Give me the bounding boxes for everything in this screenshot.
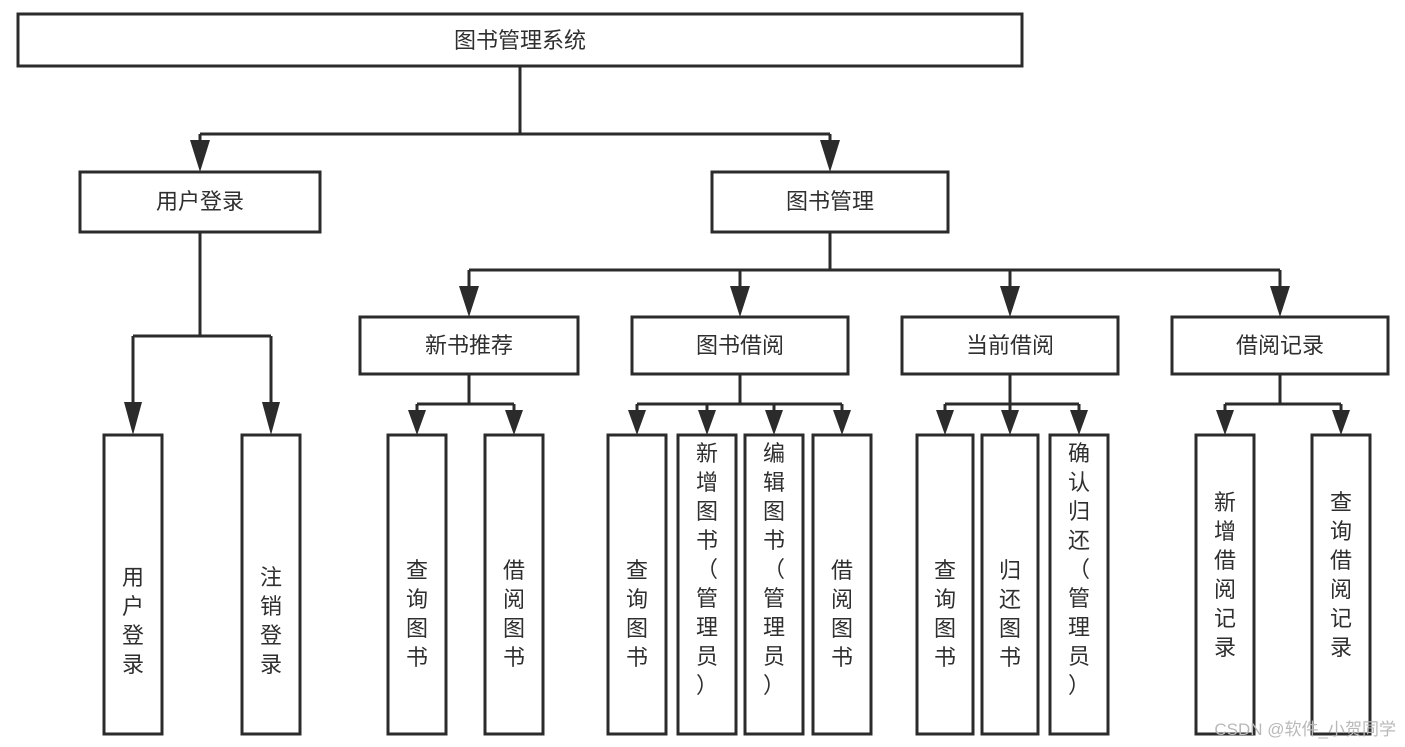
node-leaf-query-book-b[interactable]: 查询图书 bbox=[606, 433, 668, 736]
node-book-borrow-label: 图书借阅 bbox=[696, 333, 784, 358]
node-leaf-return-book-box[interactable] bbox=[980, 433, 1040, 736]
node-new-book-rec-box[interactable] bbox=[358, 315, 580, 376]
node-leaf-borrow-book-rec[interactable]: 借阅图书 bbox=[483, 433, 545, 736]
node-leaf-edit-book-box[interactable] bbox=[743, 433, 805, 736]
node-borrow-record-box[interactable] bbox=[1170, 315, 1390, 376]
arrow-head-leaf-logout bbox=[262, 402, 280, 435]
node-leaf-user-login-box[interactable] bbox=[102, 433, 164, 736]
node-leaf-logout[interactable]: 注销登录 bbox=[240, 433, 302, 736]
node-current-borrow[interactable]: 当前借阅 bbox=[900, 315, 1120, 376]
arrow-head-leaf-query-book-rec bbox=[408, 410, 426, 435]
arrow-head-leaf-query-book-b bbox=[628, 410, 646, 435]
node-leaf-borrow-book-b-box[interactable] bbox=[811, 433, 873, 736]
node-root-box[interactable] bbox=[16, 12, 1024, 68]
node-book-manage-label: 图书管理 bbox=[786, 189, 874, 214]
arrow-head-current-borrow bbox=[1000, 286, 1020, 317]
node-book-manage-box[interactable] bbox=[710, 170, 950, 234]
node-new-book-rec-label: 新书推荐 bbox=[425, 333, 513, 358]
node-book-borrow[interactable]: 图书借阅 bbox=[630, 315, 850, 376]
node-leaf-query-book-c[interactable]: 查询图书 bbox=[915, 433, 975, 736]
arrow-head-book-borrow bbox=[730, 286, 750, 317]
node-leaf-logout-label: 注销登录 bbox=[260, 565, 282, 677]
arrow-head-user-login bbox=[190, 140, 210, 172]
node-book-borrow-box[interactable] bbox=[630, 315, 850, 376]
node-leaf-edit-book-label: 编辑图书（管理员） bbox=[763, 441, 785, 698]
connector-group-root bbox=[190, 66, 840, 172]
node-leaf-borrow-book-rec-box[interactable] bbox=[483, 433, 545, 736]
node-leaf-query-book-b-label: 查询图书 bbox=[626, 558, 648, 670]
node-root-label: 图书管理系统 bbox=[454, 28, 586, 53]
node-leaf-return-book[interactable]: 归还图书 bbox=[980, 433, 1040, 736]
node-user-login-label: 用户登录 bbox=[156, 189, 244, 214]
node-leaf-borrow-book-b-label: 借阅图书 bbox=[831, 558, 853, 670]
node-leaf-add-book[interactable]: 新增图书（管理员） bbox=[676, 433, 738, 736]
node-leaf-query-book-b-box[interactable] bbox=[606, 433, 668, 736]
node-leaf-query-record[interactable]: 查询借阅记录 bbox=[1310, 433, 1372, 736]
arrow-head-leaf-query-book-c bbox=[936, 410, 954, 435]
arrow-head-leaf-confirm-return bbox=[1070, 410, 1088, 435]
connector-group-user-login bbox=[124, 232, 280, 435]
arrow-head-leaf-query-record bbox=[1332, 410, 1350, 435]
node-leaf-add-record[interactable]: 新增借阅记录 bbox=[1194, 433, 1256, 736]
arrow-head-leaf-user-login bbox=[124, 402, 142, 435]
connector-group-new-book-rec bbox=[408, 374, 523, 435]
node-leaf-logout-box[interactable] bbox=[240, 433, 302, 736]
node-leaf-user-login-label: 用户登录 bbox=[122, 565, 144, 677]
connector-group-borrow-record bbox=[1216, 374, 1350, 435]
node-leaf-query-book-c-label: 查询图书 bbox=[934, 558, 956, 670]
connector-group-book-manage bbox=[459, 232, 1290, 317]
arrow-head-leaf-add-record bbox=[1216, 410, 1234, 435]
node-leaf-borrow-book-rec-label: 借阅图书 bbox=[503, 558, 525, 670]
node-leaf-return-book-label: 归还图书 bbox=[999, 558, 1021, 670]
node-borrow-record-label: 借阅记录 bbox=[1236, 333, 1324, 358]
node-leaf-query-book-rec-label: 查询图书 bbox=[406, 558, 428, 670]
node-leaf-add-book-label: 新增图书（管理员） bbox=[696, 441, 718, 698]
node-new-book-rec[interactable]: 新书推荐 bbox=[358, 315, 580, 376]
arrow-head-leaf-return-book bbox=[1001, 410, 1019, 435]
node-user-login[interactable]: 用户登录 bbox=[78, 170, 322, 234]
arrow-head-borrow-record bbox=[1270, 286, 1290, 317]
node-current-borrow-box[interactable] bbox=[900, 315, 1120, 376]
arrow-head-leaf-add-book bbox=[698, 410, 716, 435]
node-leaf-query-record-box[interactable] bbox=[1310, 433, 1372, 736]
arrow-head-book-manage bbox=[820, 140, 840, 172]
node-leaf-query-book-c-box[interactable] bbox=[915, 433, 975, 736]
connector-group-book-borrow bbox=[628, 374, 851, 435]
connector-group-current-borrow bbox=[936, 374, 1088, 435]
node-root[interactable]: 图书管理系统 bbox=[16, 12, 1024, 68]
node-leaf-query-record-label: 查询借阅记录 bbox=[1330, 490, 1352, 660]
node-leaf-add-book-box[interactable] bbox=[676, 433, 738, 736]
node-leaf-query-book-rec-box[interactable] bbox=[386, 433, 448, 736]
node-leaf-confirm-return[interactable]: 确认归还（管理员） bbox=[1048, 433, 1110, 736]
node-leaf-add-record-box[interactable] bbox=[1194, 433, 1256, 736]
node-leaf-add-record-label: 新增借阅记录 bbox=[1214, 490, 1236, 660]
arrow-head-leaf-edit-book bbox=[765, 410, 783, 435]
node-current-borrow-label: 当前借阅 bbox=[966, 333, 1054, 358]
arrow-head-leaf-borrow-book-b bbox=[833, 410, 851, 435]
node-leaf-query-book-rec[interactable]: 查询图书 bbox=[386, 433, 448, 736]
node-leaf-borrow-book-b[interactable]: 借阅图书 bbox=[811, 433, 873, 736]
node-leaf-user-login[interactable]: 用户登录 bbox=[102, 433, 164, 736]
watermark-label: CSDN @软件_小贺同学 bbox=[1214, 720, 1396, 739]
node-user-login-box[interactable] bbox=[78, 170, 322, 234]
node-leaf-confirm-return-label: 确认归还（管理员） bbox=[1068, 441, 1090, 698]
node-leaf-edit-book[interactable]: 编辑图书（管理员） bbox=[743, 433, 805, 736]
node-borrow-record[interactable]: 借阅记录 bbox=[1170, 315, 1390, 376]
node-leaf-confirm-return-box[interactable] bbox=[1048, 433, 1110, 736]
arrow-head-leaf-borrow-book-rec bbox=[505, 410, 523, 435]
arrow-head-new-book-rec bbox=[459, 286, 479, 317]
node-book-manage[interactable]: 图书管理 bbox=[710, 170, 950, 234]
